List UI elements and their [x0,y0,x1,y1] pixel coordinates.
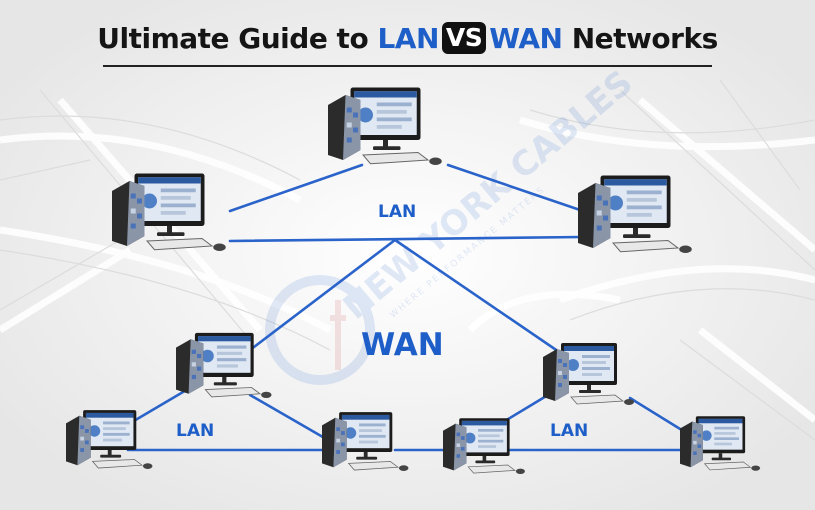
title-part1: Ultimate Guide to [97,22,378,55]
link-lan-left-b [248,393,330,442]
label-lan-left: LAN [176,421,215,441]
title-part2: Networks [562,22,719,55]
link-lan-top-right [446,163,585,213]
title-wan: WAN [489,22,563,55]
link-lan-top-bottom [228,235,585,243]
link-wan-left [248,238,397,352]
label-lan-top: LAN [378,202,417,222]
vs-badge: VS [441,22,487,54]
title-lan: LAN [377,22,439,55]
title-underline [103,65,712,67]
label-lan-right: LAN [550,421,589,441]
link-wan-right [393,238,567,358]
link-lan-top-left [228,163,364,213]
link-lan-right-b [628,396,687,434]
label-wan: WAN [361,327,444,363]
